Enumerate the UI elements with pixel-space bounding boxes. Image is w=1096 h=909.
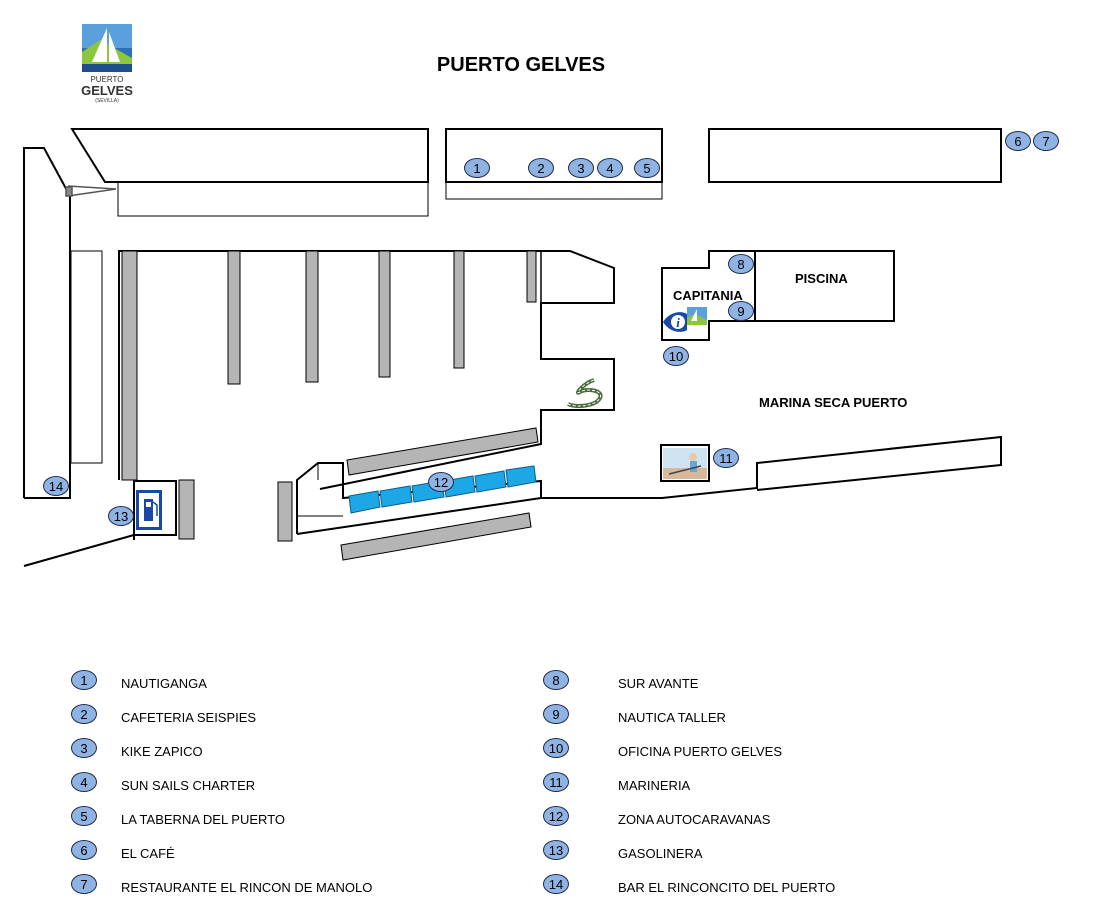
pier-4 xyxy=(378,250,391,378)
legend-badge: 8 xyxy=(543,670,569,690)
legend-name: OFICINA PUERTO GELVES xyxy=(618,744,782,759)
legend-name: LA TABERNA DEL PUERTO xyxy=(121,812,286,827)
legend-badge: 12 xyxy=(543,806,569,826)
legend-badge: 5 xyxy=(71,806,97,826)
logo-icon xyxy=(82,24,132,72)
pier-south-2 xyxy=(277,481,293,542)
legend-badge: 4 xyxy=(71,772,97,792)
legend-badge: 1 xyxy=(71,670,97,690)
legend-right: 8 SUR AVANTE 9 NAUTICA TALLER 10 OFICINA PU… xyxy=(543,666,963,906)
building-north-east[interactable] xyxy=(708,128,1002,183)
pier-5 xyxy=(453,250,465,369)
map-badge-10[interactable]: 10 xyxy=(663,346,689,366)
map-badge-14[interactable]: 14 xyxy=(43,476,69,496)
legend-badge: 9 xyxy=(543,704,569,724)
legend-name: SUR AVANTE xyxy=(618,676,699,691)
road-icon xyxy=(567,378,603,408)
parking-slot-6 xyxy=(505,465,537,488)
legend-name: KIKE ZAPICO xyxy=(121,744,203,759)
map-badge-13[interactable]: 13 xyxy=(108,506,134,526)
legend-name: CAFETERIA SEISPIES xyxy=(121,710,257,725)
legend-badge: 2 xyxy=(71,704,97,724)
legend-badge: 13 xyxy=(543,840,569,860)
svg-text:i: i xyxy=(676,315,680,330)
west-quay xyxy=(23,147,71,499)
pier-diagonal-south xyxy=(340,512,532,561)
autocaravana-dock xyxy=(296,462,542,535)
pier-6 xyxy=(526,250,537,303)
map-badge-11[interactable]: 11 xyxy=(713,448,739,468)
pier-3 xyxy=(305,250,319,383)
legend-name: NAUTIGANGA xyxy=(121,676,207,691)
map-badge-8[interactable]: 8 xyxy=(728,254,754,274)
legend-name: RESTAURANTE EL RINCON DE MANOLO xyxy=(121,880,373,895)
map-badge-2[interactable]: 2 xyxy=(528,158,554,178)
info-icon[interactable]: i xyxy=(663,312,687,332)
map-badge-12[interactable]: 12 xyxy=(428,472,454,492)
terrace-shops xyxy=(445,181,663,200)
map-badge-6[interactable]: 6 xyxy=(1005,131,1031,151)
legend-badge: 6 xyxy=(71,840,97,860)
terrace-north-west xyxy=(117,181,429,217)
legend-left: 1 NAUTIGANGA 2 CAFETERIA SEISPIES 3 KIKE ZA… xyxy=(71,666,491,906)
east-promenade xyxy=(540,435,1002,499)
crane-icon xyxy=(65,185,117,197)
logo-sub: (SEVILLA) xyxy=(95,98,119,104)
basin-outline xyxy=(118,250,615,490)
map-badge-3[interactable]: 3 xyxy=(568,158,594,178)
pier-2 xyxy=(227,250,241,385)
logo-top-text: PUERTO xyxy=(90,75,124,84)
south-shore xyxy=(23,480,177,567)
label-piscina: PISCINA xyxy=(795,271,848,286)
port-map: i xyxy=(23,128,1002,567)
map-badge-7[interactable]: 7 xyxy=(1033,131,1059,151)
logo-small-icon xyxy=(687,307,707,332)
parking-slot-5 xyxy=(474,470,507,493)
legend-badge: 10 xyxy=(543,738,569,758)
legend-name: BAR EL RINCONCITO DEL PUERTO xyxy=(618,880,836,895)
logo: PUERTO GELVES (SEVILLA) xyxy=(80,22,134,106)
pier-1 xyxy=(121,250,138,481)
legend-name: GASOLINERA xyxy=(618,846,703,861)
map-badge-9[interactable]: 9 xyxy=(728,301,754,321)
legend-badge: 7 xyxy=(71,874,97,894)
legend-name: MARINERIA xyxy=(618,778,691,793)
building-marineria[interactable] xyxy=(660,444,710,482)
label-capitania: CAPITANIA xyxy=(673,288,743,303)
fuel-pump-icon[interactable] xyxy=(136,490,162,530)
building-piscina[interactable] xyxy=(754,250,895,322)
map-badge-4[interactable]: 4 xyxy=(597,158,623,178)
page-title: PUERTO GELVES xyxy=(436,54,606,76)
legend-name: ZONA AUTOCARAVANAS xyxy=(618,812,771,827)
parking-slot-1 xyxy=(348,490,381,514)
legend-name: EL CAFÉ xyxy=(121,846,175,861)
marineria-icon xyxy=(663,448,707,479)
map-badge-5[interactable]: 5 xyxy=(634,158,660,178)
building-north-west xyxy=(70,128,429,183)
map-badge-1[interactable]: 1 xyxy=(464,158,490,178)
legend-name: SUN SAILS CHARTER xyxy=(121,778,256,793)
legend-name: NAUTICA TALLER xyxy=(618,710,726,725)
logo-name: GELVES xyxy=(81,83,133,98)
parking-slot-2 xyxy=(379,485,413,508)
pier-diagonal-north xyxy=(346,427,539,476)
legend-badge: 11 xyxy=(543,772,569,792)
legend-badge: 3 xyxy=(71,738,97,758)
west-pontoon xyxy=(70,250,103,464)
pier-south-1 xyxy=(178,479,195,540)
legend-badge: 14 xyxy=(543,874,569,894)
label-marina-seca: MARINA SECA PUERTO xyxy=(759,395,908,410)
